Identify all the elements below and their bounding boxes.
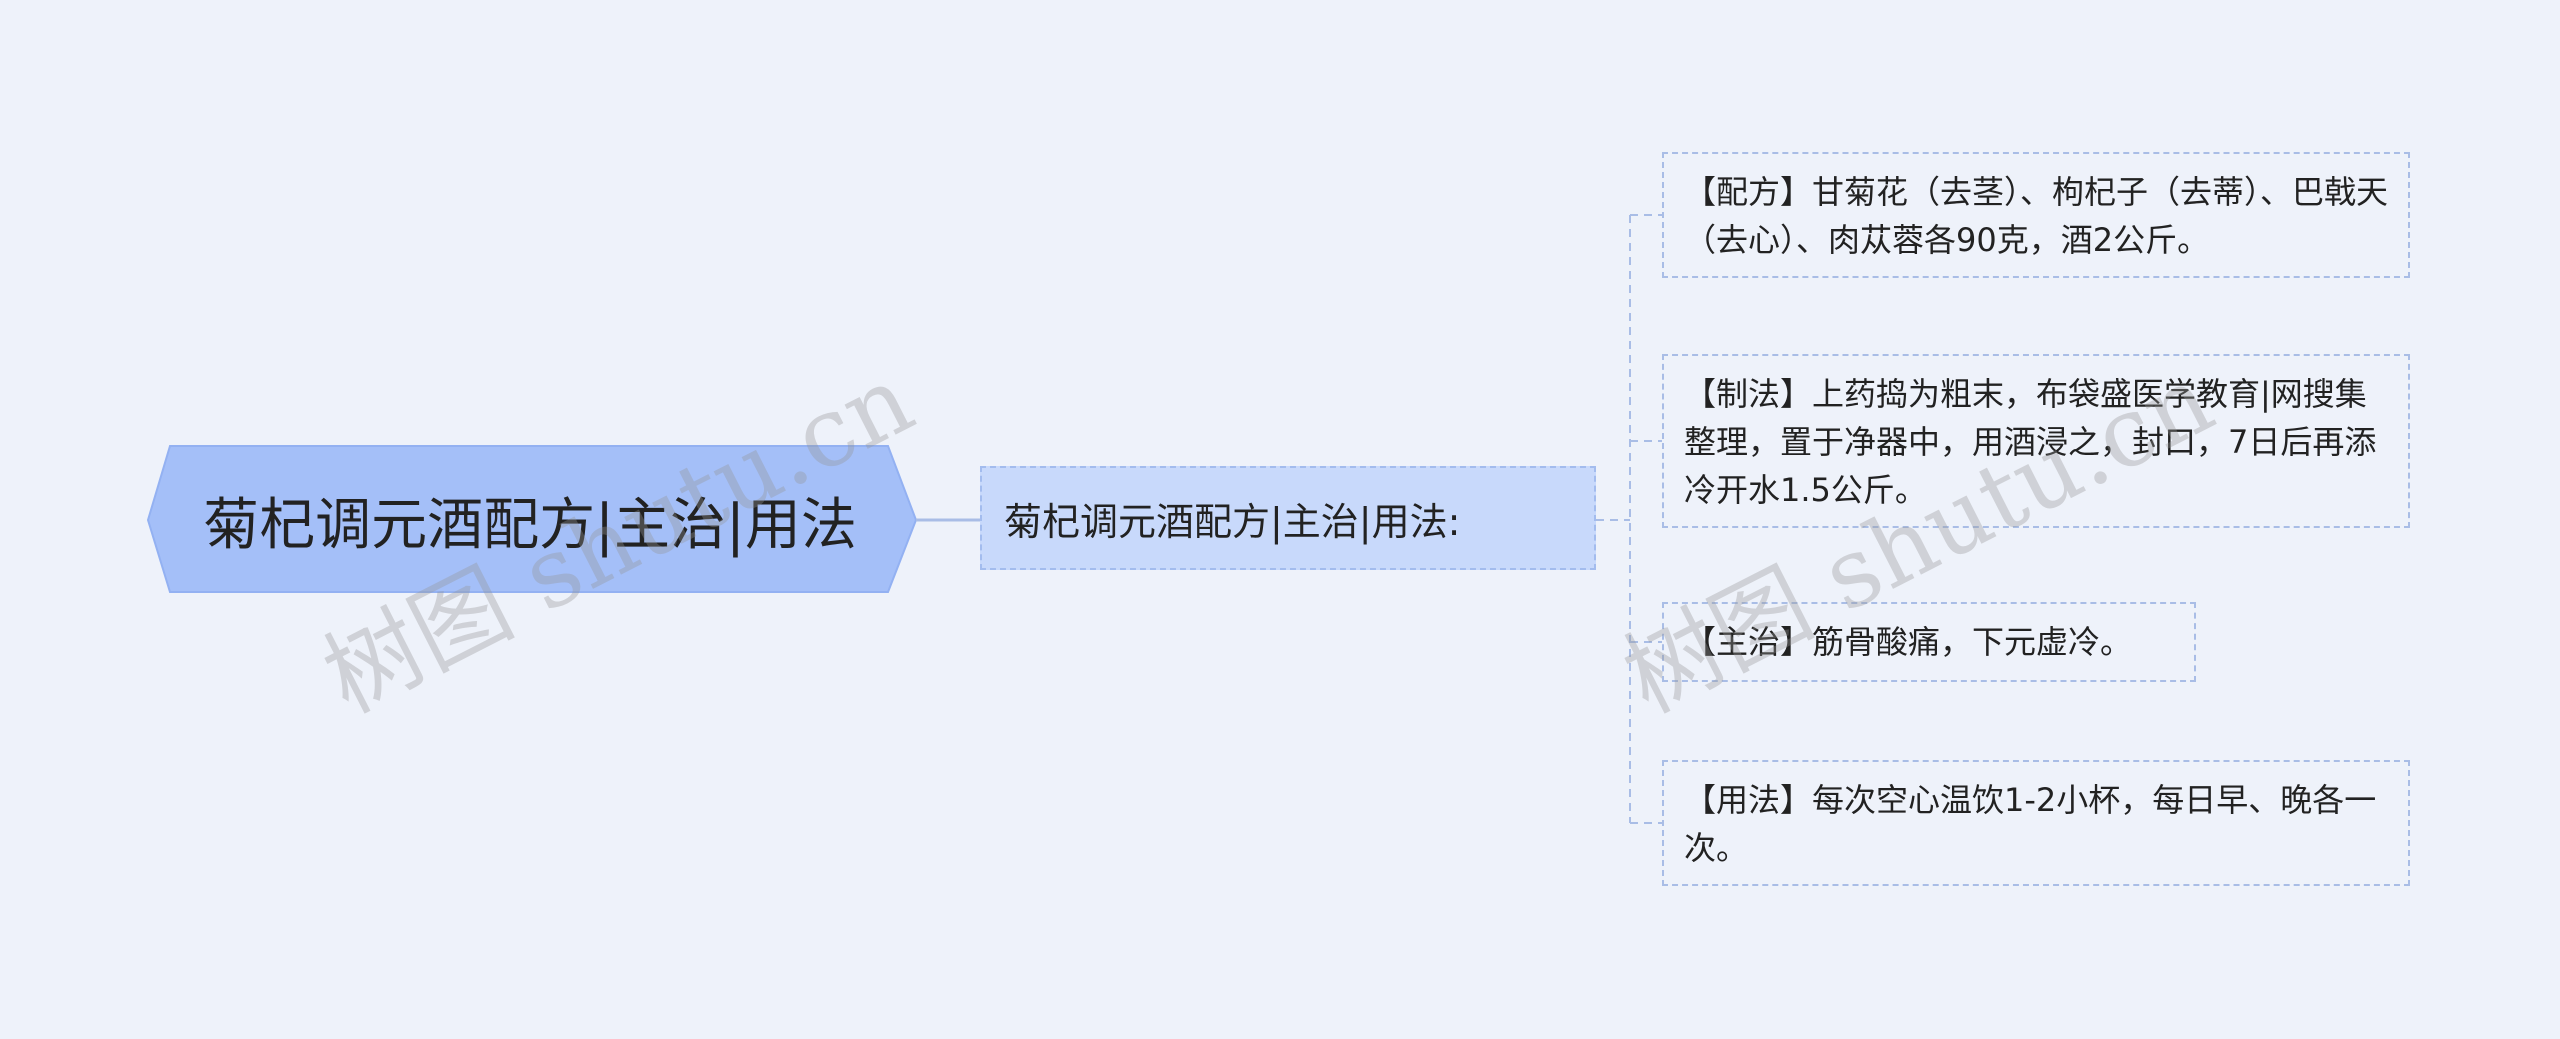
root-node-shape[interactable] — [146, 445, 918, 593]
leaf-node-preparation[interactable]: 【制法】上药捣为粗末，布袋盛医学教育|网搜集整理，置于净器中，用酒浸之，封口，7… — [1662, 354, 2410, 528]
leaf-node-usage[interactable]: 【用法】每次空心温饮1-2小杯，每日早、晚各一次。 — [1662, 760, 2410, 886]
main-topic-node[interactable]: 菊杞调元酒配方|主治|用法: — [980, 466, 1596, 570]
root-node-label[interactable]: 菊杞调元酒配方|主治|用法 — [203, 492, 857, 558]
leaf-node-indication[interactable]: 【主治】筋骨酸痛，下元虚冷。 — [1662, 602, 2196, 682]
leaf-node-formula[interactable]: 【配方】甘菊花（去茎）、枸杞子（去蒂）、巴戟天（去心）、肉苁蓉各90克，酒2公斤… — [1662, 152, 2410, 278]
